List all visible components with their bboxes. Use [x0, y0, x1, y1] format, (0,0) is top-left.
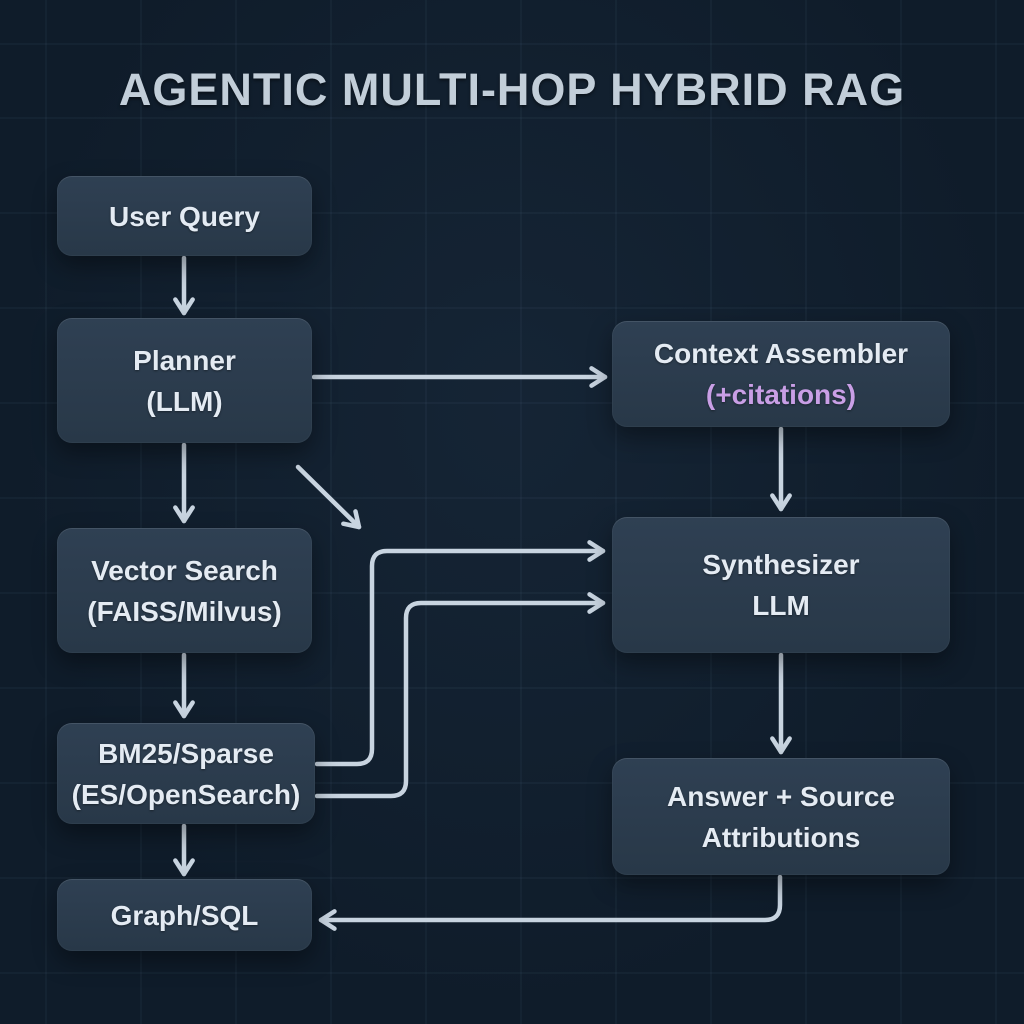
node-graph-sql: Graph/SQL [57, 879, 312, 951]
node-planner: Planner (LLM) [57, 318, 312, 443]
bm25-to-synthesizer-lower-arrow [314, 592, 606, 799]
node-answer-source-label: Answer + Source [667, 780, 895, 812]
vector-search-to-bm25-arrow [173, 652, 195, 719]
node-user-query-label: User Query [109, 200, 260, 232]
node-bm25-sparse: BM25/Sparse (ES/OpenSearch) [57, 723, 315, 824]
context-assembler-to-synthesizer-arrow [770, 426, 792, 512]
node-bm25-sparse-label: (ES/OpenSearch) [71, 778, 301, 810]
diagram-title: AGENTIC MULTI-HOP HYBRID RAG [118, 64, 906, 115]
bm25-to-synthesizer-upper-arrow [314, 540, 606, 767]
node-context-assembler-label: (+citations) [705, 379, 857, 410]
planner-diagonal-to-retrievers-arrow [295, 464, 362, 530]
answer-to-graph-sql-arrow [318, 874, 783, 931]
node-context-assembler-label: Context Assembler [653, 338, 909, 369]
node-user-query: User Query [57, 176, 312, 256]
synthesizer-to-answer-arrow [770, 652, 792, 755]
node-vector-search-label: Vector Search [91, 554, 278, 586]
planner-to-context-assembler-arrow [311, 366, 608, 388]
node-graph-sql-label: Graph/SQL [110, 899, 259, 931]
node-synthesizer-label: LLM [752, 590, 810, 621]
node-bm25-sparse-label: BM25/Sparse [98, 737, 274, 769]
node-planner-label: Planner [133, 344, 236, 376]
user-query-to-planner-arrow [173, 255, 195, 316]
node-vector-search-label: (FAISS/Milvus) [87, 595, 282, 627]
node-vector-search: Vector Search (FAISS/Milvus) [57, 528, 312, 653]
node-planner-label: (LLM) [146, 385, 223, 417]
bm25-to-graph-sql-arrow [173, 823, 195, 877]
planner-to-vector-search-arrow [173, 442, 195, 524]
node-answer-source-label: Attributions [701, 821, 861, 853]
node-synthesizer-label: Synthesizer [702, 549, 860, 580]
node-context-assembler: Context Assembler (+citations) [612, 321, 950, 427]
